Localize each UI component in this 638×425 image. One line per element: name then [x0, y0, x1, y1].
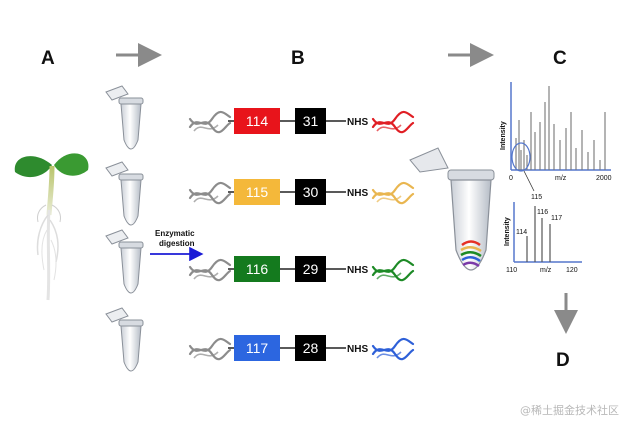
- seedling-icon: [14, 153, 89, 301]
- sample-tube-icon: [105, 161, 144, 226]
- balancer-mass: 31: [303, 113, 319, 129]
- zoom-pointer: [523, 170, 535, 192]
- inset-label-116: 116: [537, 209, 548, 216]
- digestion-label-line1: Enzymatic: [155, 229, 195, 238]
- balancer-box: [295, 335, 326, 361]
- zoom-circle: [511, 142, 531, 172]
- pooled-sample-tube-icon: [409, 147, 495, 271]
- nhs-group-label: NHS: [347, 117, 368, 128]
- digestion-label-line2: digestion: [159, 239, 195, 248]
- tag-row-115: 115 30 NHS: [188, 179, 415, 205]
- reporter-box: [234, 108, 280, 134]
- tag-row-117: 117 28 NHS: [188, 335, 415, 361]
- labeled-strand-icon: [371, 110, 415, 134]
- balancer-mass: 28: [303, 340, 319, 356]
- peptide-strand-icon: [188, 181, 232, 205]
- reporter-box: [234, 179, 280, 205]
- balancer-mass: 29: [303, 261, 319, 277]
- reporter-mass: 114: [246, 113, 269, 129]
- inset-xmax: 120: [566, 267, 578, 274]
- peptide-strand-icon: [188, 337, 232, 361]
- nhs-group-label: NHS: [347, 188, 368, 199]
- label-c: C: [553, 48, 567, 69]
- spectrum-ylabel: Intensity: [500, 121, 507, 150]
- spectrum-xmin: 0: [509, 175, 513, 182]
- reporter-mass: 116: [246, 261, 269, 277]
- inset-label-117: 117: [551, 215, 562, 222]
- peptide-strand-icon: [188, 258, 232, 282]
- balancer-box: [295, 108, 326, 134]
- reporter-box: [234, 256, 280, 282]
- balancer-mass: 30: [303, 184, 319, 200]
- mass-spectrum: Intensity 0 m/z 2000 115: [500, 82, 612, 201]
- inset-ylabel: Intensity: [504, 217, 511, 246]
- inset-label-114: 114: [516, 229, 527, 236]
- balancer-box: [295, 256, 326, 282]
- peptide-strand-icon: [188, 110, 232, 134]
- tag-row-114: 114 31 NHS: [188, 108, 415, 134]
- label-b: B: [291, 48, 305, 69]
- spectrum-xmax: 2000: [596, 175, 612, 182]
- inset-xlabel: m/z: [540, 267, 552, 274]
- label-a: A: [41, 48, 55, 69]
- sample-tube-icon: [105, 229, 144, 294]
- sample-tube-icon: [105, 85, 144, 150]
- nhs-group-label: NHS: [347, 344, 368, 355]
- inset-xmin: 110: [506, 267, 517, 274]
- reporter-ion-inset: 114 116 117 Intensity 110 m/z 120: [504, 202, 582, 274]
- zoom-peak-label: 115: [531, 194, 542, 201]
- labeled-strand-icon: [371, 258, 415, 282]
- sample-tube-icon: [105, 307, 144, 372]
- label-d: D: [556, 350, 570, 371]
- balancer-box: [295, 179, 326, 205]
- reporter-box: [234, 335, 280, 361]
- spectrum-xlabel: m/z: [555, 175, 567, 182]
- reporter-mass: 117: [246, 340, 269, 356]
- reporter-mass: 115: [246, 184, 269, 200]
- nhs-group-label: NHS: [347, 265, 368, 276]
- tag-row-116: 116 29 NHS: [188, 256, 415, 282]
- labeled-strand-icon: [371, 337, 415, 361]
- watermark: @稀土掘金技术社区: [520, 403, 619, 417]
- labeled-strand-icon: [371, 181, 415, 205]
